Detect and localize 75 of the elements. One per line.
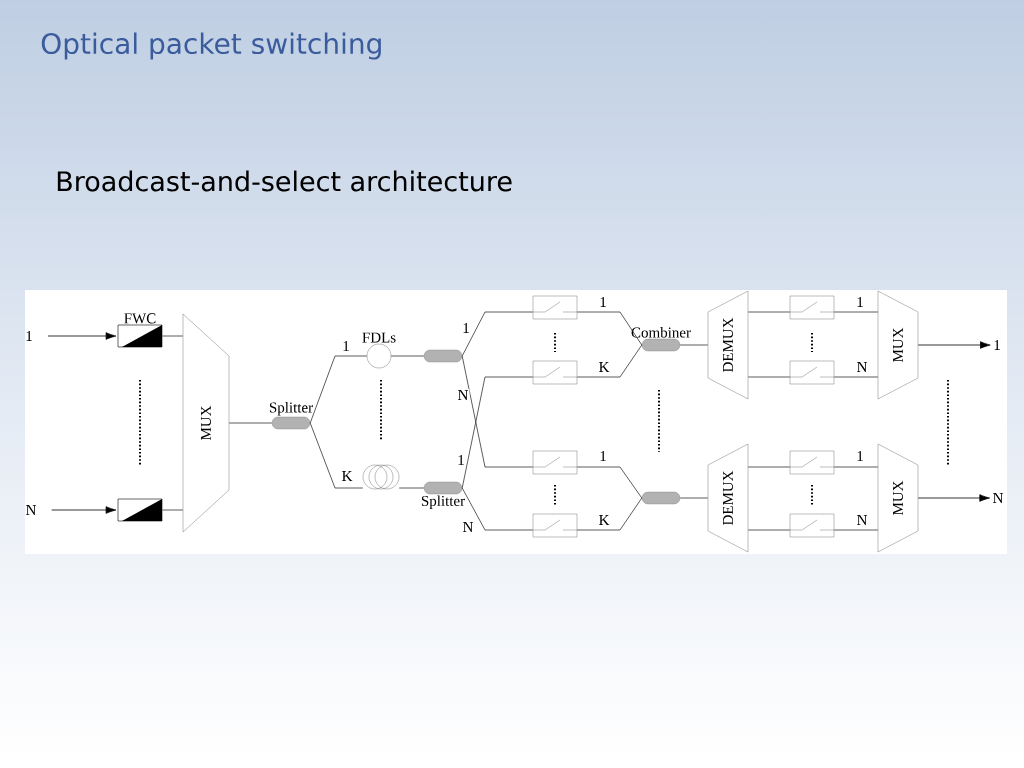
demultiplexer: DEMUX xyxy=(707,443,749,553)
edge-label: K xyxy=(340,470,354,482)
converter-box xyxy=(117,498,163,522)
edge-label: 1 xyxy=(461,322,471,334)
demultiplexer: DEMUX xyxy=(707,290,749,400)
connector xyxy=(576,497,643,531)
edge-label: 1 xyxy=(598,450,608,462)
node-label: Splitter xyxy=(421,495,465,510)
edge-label: N xyxy=(461,521,475,533)
connector xyxy=(917,494,990,502)
connector xyxy=(576,344,643,378)
edge-label: N xyxy=(855,361,869,373)
connector xyxy=(51,506,117,514)
edge-label: K xyxy=(597,514,611,526)
coupler: Combiner xyxy=(631,327,691,352)
connector xyxy=(917,341,991,349)
port-number: N xyxy=(26,505,37,515)
multiplexer: MUX xyxy=(877,443,919,553)
delay-line: FDLs xyxy=(362,332,396,369)
node-label: FWC xyxy=(124,313,156,324)
port-number: 1 xyxy=(994,340,1000,350)
gate-switch xyxy=(789,513,835,538)
gate-switch xyxy=(789,450,835,475)
connector xyxy=(679,497,709,499)
coupler xyxy=(423,349,463,363)
coupler xyxy=(641,491,681,505)
gate-switch xyxy=(532,360,578,385)
edge-label: 1 xyxy=(855,296,865,308)
converter-box: FWC xyxy=(117,313,163,348)
edge-label: N xyxy=(855,514,869,526)
connector xyxy=(833,529,879,531)
connector xyxy=(833,466,879,468)
gate-switch xyxy=(532,450,578,475)
connector xyxy=(576,466,643,499)
connector xyxy=(161,509,184,511)
connector xyxy=(398,487,425,489)
edge-label: 1 xyxy=(598,296,608,308)
connector xyxy=(576,311,643,346)
connector xyxy=(161,335,184,337)
connector xyxy=(747,529,791,531)
connector xyxy=(47,332,117,340)
connector xyxy=(833,376,879,378)
gate-switch xyxy=(532,513,578,538)
connector xyxy=(679,344,709,346)
gate-switch xyxy=(532,295,578,320)
port-number: 1 xyxy=(26,331,32,341)
delay-coil xyxy=(362,464,400,490)
node-label: Combiner xyxy=(631,327,691,338)
coupler: Splitter xyxy=(421,481,465,509)
edge-label: N xyxy=(456,389,470,401)
port-number: N xyxy=(993,493,1004,503)
connector xyxy=(228,422,273,424)
edge-label: 1 xyxy=(855,450,865,462)
multiplexer: MUX xyxy=(182,313,230,533)
gate-switch xyxy=(789,360,835,385)
connector xyxy=(309,355,368,424)
multiplexer: MUX xyxy=(877,290,919,400)
gate-switch xyxy=(789,295,835,320)
connector xyxy=(390,355,425,357)
connector xyxy=(309,422,364,489)
node-label: Splitter xyxy=(269,402,313,416)
connector xyxy=(461,376,534,489)
coupler: Splitter xyxy=(269,402,313,430)
connector xyxy=(833,311,879,313)
connector xyxy=(461,311,534,357)
edge-label: 1 xyxy=(456,454,466,466)
connector xyxy=(747,311,791,313)
edge-label: K xyxy=(597,361,611,373)
connector xyxy=(747,466,791,468)
subtitle: Broadcast-and-select architecture xyxy=(57,170,512,192)
edge-label: 1 xyxy=(341,340,351,352)
connector xyxy=(747,376,791,378)
slide-title: Optical packet switching xyxy=(41,32,381,60)
connector xyxy=(461,487,534,531)
connector xyxy=(461,355,534,468)
